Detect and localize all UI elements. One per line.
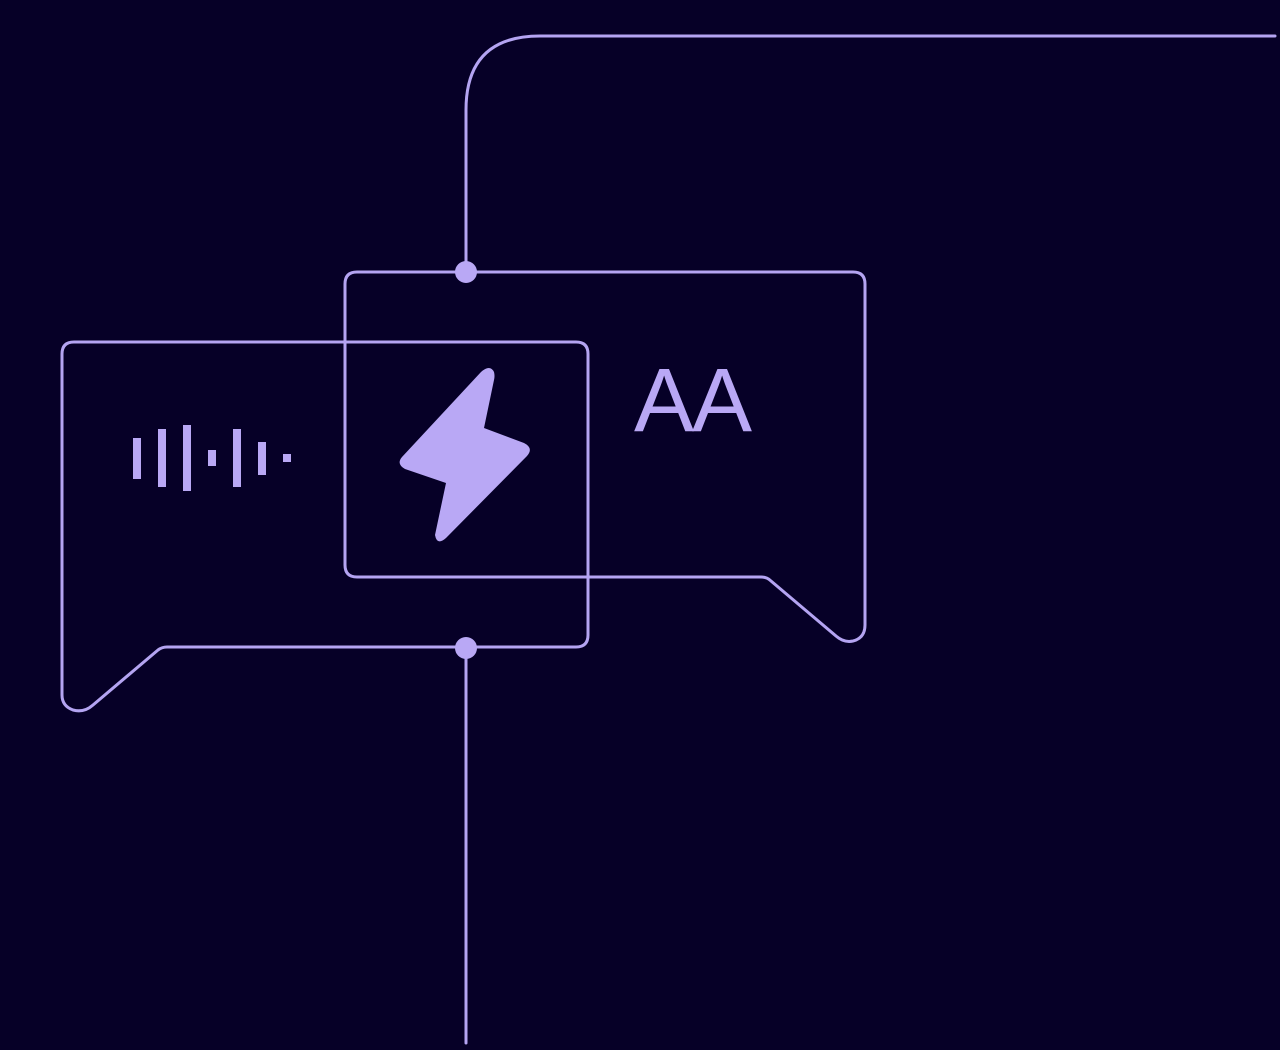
connector-dot-bottom	[455, 637, 477, 659]
connector-dot-top	[455, 261, 477, 283]
text-bubble-label: AA	[634, 351, 752, 451]
audio-waveform-icon	[133, 425, 291, 491]
lightning-bolt-icon	[399, 368, 530, 542]
speech-bubble-right	[343, 270, 867, 643]
speech-bubble-left	[60, 340, 590, 713]
connector-line-top	[464, 34, 1277, 274]
